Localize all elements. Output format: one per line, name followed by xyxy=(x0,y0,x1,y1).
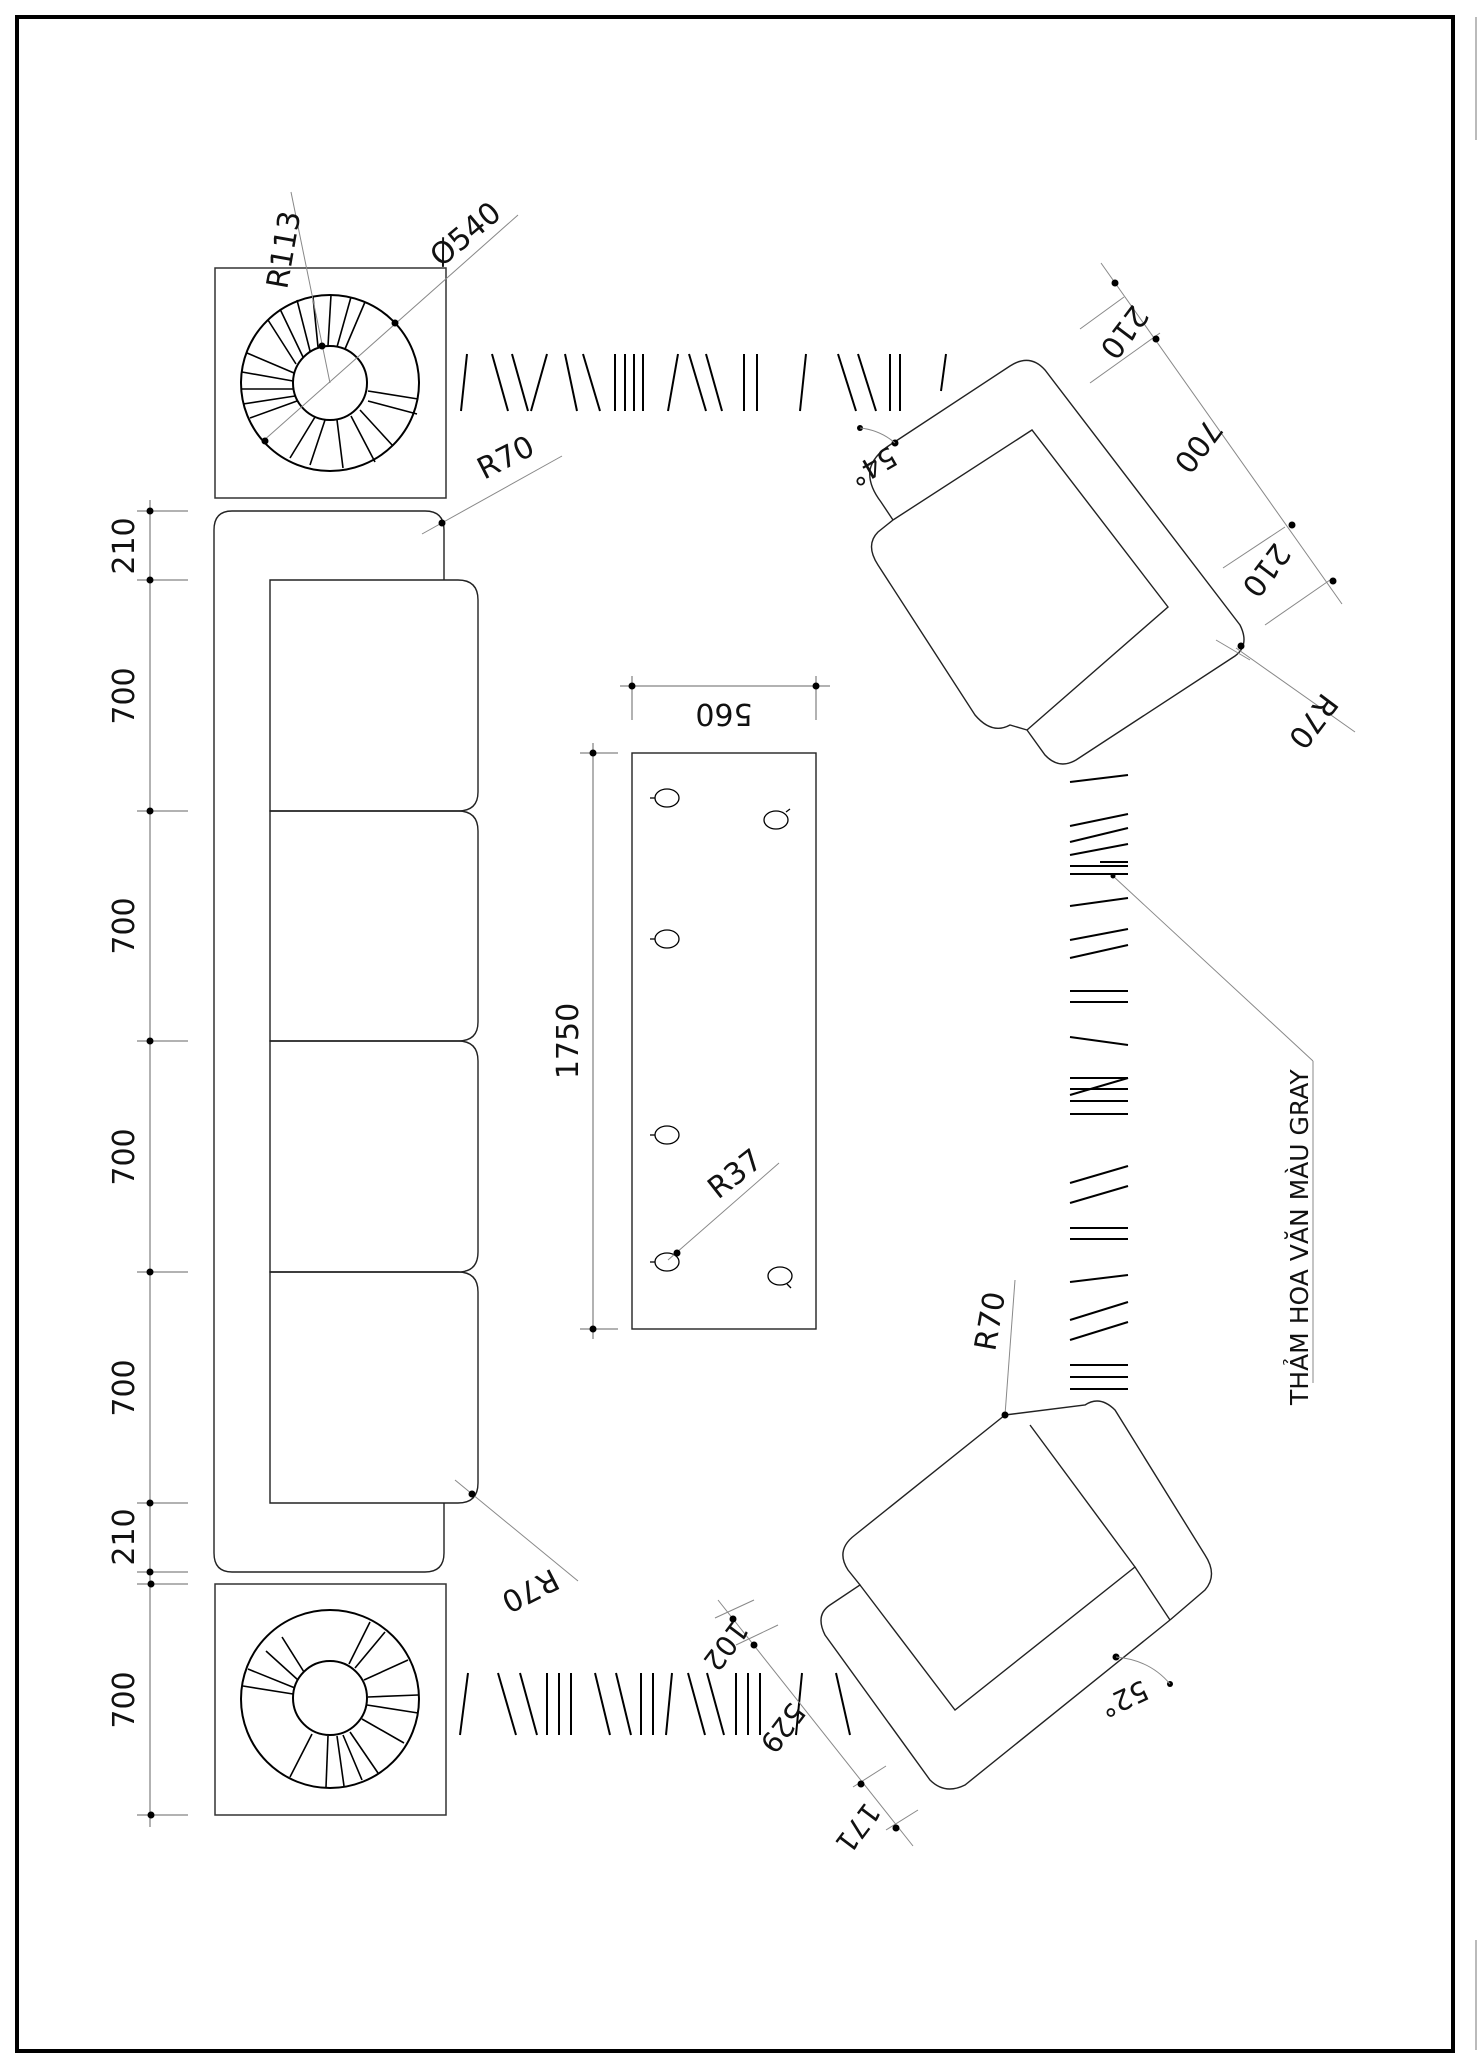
side-table-top xyxy=(214,191,519,499)
armchair-top xyxy=(869,359,1245,765)
dim-sofa-seat-2: 700 xyxy=(107,897,142,954)
dim-armchair-top-210b: 210 xyxy=(1234,536,1296,603)
sofa xyxy=(213,510,479,1573)
angle-arc-54 xyxy=(859,427,896,444)
dim-r37: R37 xyxy=(701,1142,769,1206)
dim-r70-sofa-top: R70 xyxy=(472,429,540,487)
d540-leader xyxy=(261,214,519,443)
dim-r70-sofa-bottom: R70 xyxy=(496,1561,564,1619)
r37-leader xyxy=(667,1162,780,1261)
page-border xyxy=(15,15,1455,2053)
rug-pattern xyxy=(459,353,1129,1736)
dim-r70-armchair-bottom: R70 xyxy=(968,1289,1013,1353)
r70-leader-armchair-bottom xyxy=(1004,1279,1016,1416)
dim-sofa-arm-top: 210 xyxy=(107,517,142,574)
dim-sofa-seat-4: 700 xyxy=(107,1359,142,1416)
dim-armchair-top-700: 700 xyxy=(1166,412,1228,479)
dim-sofa-seat-1: 700 xyxy=(107,667,142,724)
side-table-bottom xyxy=(214,1583,447,1816)
dim-coffee-table-length: 1750 xyxy=(551,1003,586,1079)
dim-armchair-top-210a: 210 xyxy=(1092,298,1154,365)
r70-leader-sofa-top xyxy=(421,455,563,535)
dim-r70-armchair-top: R70 xyxy=(1281,687,1344,755)
sofa-dimension-line xyxy=(137,500,188,1827)
armchair-top-dimensions xyxy=(1079,262,1356,733)
dim-sofa-seat-3: 700 xyxy=(107,1128,142,1185)
coffee-table xyxy=(631,752,817,1330)
rug-label-leader xyxy=(1112,875,1314,1062)
dim-angle-52: 52° xyxy=(1095,1673,1154,1724)
dim-armchair-bottom-529: 529 xyxy=(753,1696,812,1759)
armchair-bottom-dimensions xyxy=(714,1599,919,1847)
r113-leader xyxy=(290,191,331,384)
coffee-table-dimensions xyxy=(580,676,830,1339)
dim-coffee-table-width: 560 xyxy=(695,696,752,731)
dim-r113: R113 xyxy=(260,208,308,291)
dim-sofa-arm-bottom: 210 xyxy=(107,1508,142,1565)
angle-arc-52 xyxy=(1115,1656,1171,1685)
dim-armchair-bottom-102: 102 xyxy=(696,1614,755,1677)
armchair-bottom xyxy=(820,1400,1213,1790)
rug-label: THẢM HOA VĂN MÀU GRAY xyxy=(1283,1069,1314,1406)
r70-leader-sofa-bottom xyxy=(454,1479,579,1582)
dim-armchair-bottom-171: 171 xyxy=(828,1796,887,1859)
dim-side-table-bottom: 700 xyxy=(107,1671,142,1728)
dim-angle-54: 54° xyxy=(843,440,902,493)
